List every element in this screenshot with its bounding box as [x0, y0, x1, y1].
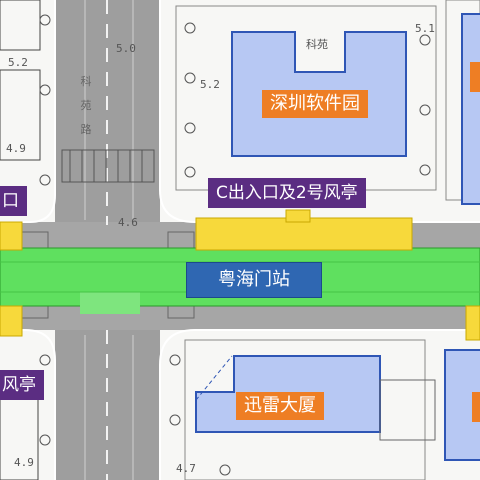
entrance-c-label: C出入口及2号风亭: [208, 178, 366, 208]
elevation-label: 5.2: [8, 56, 28, 69]
curb-se: [159, 329, 480, 480]
building-note: 科苑: [306, 38, 328, 51]
entrance-se: [465, 305, 480, 341]
entrance-c-shaft: [285, 209, 311, 223]
entrance-sw-label: 风亭: [0, 370, 44, 400]
curb-ne: [159, 0, 480, 223]
entrance-nw-label: 口: [0, 186, 27, 216]
elevation-label: 4.9: [14, 456, 34, 469]
road-name-char: 科: [80, 75, 92, 88]
elevation-label: 4.7: [176, 462, 196, 475]
building-hatch: [195, 355, 233, 401]
southeast-building-label-tab: [472, 392, 480, 422]
xunlei-label: 迅雷大厦: [236, 392, 324, 420]
entrance-c-structure: [195, 217, 413, 251]
entrance-nw: [0, 221, 23, 251]
road-name-char: 路: [80, 123, 92, 136]
curb-nw: [0, 0, 56, 223]
road-name-char: 苑: [80, 99, 92, 112]
elevation-label: 5.1: [415, 22, 435, 35]
lot-outline: [184, 339, 426, 480]
software-park-label: 深圳软件园: [262, 90, 368, 118]
tree-symbols: [39, 14, 431, 476]
elevation-label: 5.2: [200, 78, 220, 91]
station-box-extension: [80, 292, 140, 314]
elevation-label: 4.9: [6, 142, 26, 155]
east-building: [461, 13, 480, 205]
east-building-label-tab: [470, 62, 480, 92]
curb-sw: [0, 329, 56, 480]
station-label: 粤海门站: [186, 262, 322, 298]
annex-outline: [379, 379, 436, 441]
entrance-sw: [0, 305, 23, 337]
building-outline: [0, 0, 41, 51]
building-outline: [0, 69, 41, 161]
elevation-label: 4.6: [118, 216, 138, 229]
road-name: 科 苑 路: [80, 70, 92, 142]
crosswalk: [61, 149, 155, 183]
elevation-label: 5.0: [116, 42, 136, 55]
